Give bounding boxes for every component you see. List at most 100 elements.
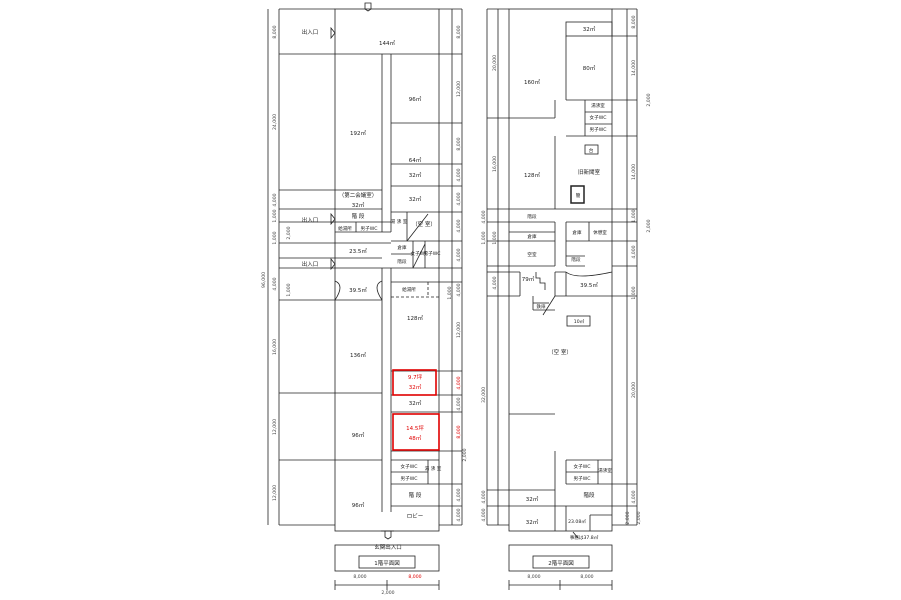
f1-soko-a: 倉庫 [397, 244, 407, 251]
f1-room-32d: 32㎡ [409, 399, 422, 407]
main-entrance-marker [384, 530, 392, 540]
f2-dim-left-5: 4,000 [492, 276, 498, 289]
f2-womens-wc: 女子WC [590, 114, 607, 121]
f1-dim-bottom-0: 8,000 [353, 574, 366, 580]
f1-dim-left-9: 12,000 [272, 419, 278, 435]
f2-womens-wc-b: 女子WC [574, 463, 591, 470]
f2-dim-right-6: 4,000 [631, 245, 637, 258]
f1-dim-left-5: 2,000 [286, 226, 292, 239]
f2-dim-right-2: 2,000 [646, 93, 652, 106]
f1-vacancy-2-area: 48㎡ [409, 434, 422, 442]
f2-dim-right-0: 8,000 [631, 15, 637, 28]
f1-mens-wc-v: 男子WC [424, 250, 441, 257]
f1-dim-small-right-1: 1,000 [447, 286, 453, 299]
f1-entrance-main: 玄関出入口 [374, 543, 402, 551]
f2-void-a: 空室 [527, 251, 537, 258]
floor2-title-box [532, 555, 590, 569]
floor1-labels: 出入口 出入口 出入口 玄関出入口 144㎡ 192㎡ 96㎡ 64㎡ 32㎡ … [261, 25, 468, 596]
f2-dim-right-1: 14,000 [631, 60, 637, 76]
f2-note: 事務は37.8㎡ [570, 534, 599, 541]
f1-womens-wc-v: 女子WC [411, 250, 428, 257]
f2-room-10: 10㎡ [574, 318, 585, 325]
f2-dim-left-3: 1,000 [481, 231, 487, 244]
f1-dim-right-10: 4,000 [456, 488, 462, 501]
floor1-title-box [358, 555, 416, 569]
f1-entrance-top: 出入口 [302, 28, 319, 36]
f1-room-32b: 32㎡ [409, 195, 422, 203]
f2-title: 2階平面図 [548, 559, 574, 567]
vacancy-box-1 [392, 369, 437, 396]
f2-dai: 台 [589, 147, 594, 154]
f2-iron-door: 鉄扉 [536, 303, 546, 310]
f2-soko-a: 倉庫 [527, 233, 537, 240]
f1-dim-right-9: 4,000 [456, 397, 462, 410]
f2-old-office: 旧新聞室 [578, 168, 601, 176]
f1-dim-left-10: 12,000 [272, 485, 278, 501]
f2-dai-box [584, 144, 599, 155]
f1-dim-right-0: 8,000 [456, 25, 462, 38]
f1-room-144: 144㎡ [379, 39, 395, 47]
f1-vacancy-1-tsubo: 9.7坪 [408, 373, 423, 381]
f2-stairs-a: 階段 [527, 213, 537, 220]
f1-room-136: 136㎡ [350, 351, 366, 359]
f2-dim-right-11: 2,000 [636, 511, 642, 524]
f1-entrance-lower: 出入口 [302, 260, 319, 268]
f2-room-23: 23.08㎡ [568, 518, 586, 525]
f1-stairs-b: 階段 [397, 258, 407, 265]
f1-dim-right-2: 8,000 [456, 137, 462, 150]
f2-dim-right-3: 14,000 [631, 164, 637, 180]
f2-ken: 簡 [576, 192, 581, 199]
f1-dim-left-8: 16,000 [272, 339, 278, 355]
f2-dim-left-4: 1,000 [492, 231, 498, 244]
f2-dim-bottom-0: 8,000 [527, 574, 540, 580]
f2-dim-left-1: 16,000 [492, 156, 498, 172]
f2-room-39-5: 39.5㎡ [580, 281, 598, 289]
f1-womens-wc: 女子WC [401, 463, 418, 470]
f2-room-128: 128㎡ [524, 171, 540, 179]
f2-room-32a: 32㎡ [583, 25, 596, 33]
f2-small-room [566, 315, 591, 327]
f1-dim-left-4: 1,000 [272, 231, 278, 244]
f1-vacancy-1-area: 32㎡ [409, 383, 422, 391]
floor2-labels: 32㎡ 80㎡ 160㎡ 湯沸室 女子WC 男子WC 台 旧新聞室 簡 128㎡… [481, 15, 652, 580]
f1-room-64: 64㎡ [409, 156, 422, 164]
f2-room-32b: 32㎡ [526, 495, 539, 503]
f1-lobby: ロビー [407, 512, 424, 520]
f1-mens-wc: 男子WC [361, 225, 378, 232]
f2-yusui-a: 湯沸室 [591, 102, 605, 109]
f2-mens-wc: 男子WC [590, 126, 607, 133]
f2-dim-left-2: 4,000 [481, 210, 487, 223]
f1-dim-right-8: 12,000 [456, 322, 462, 338]
f2-ken-box [570, 185, 585, 204]
f1-meeting-room-2: （第二会議室） [339, 191, 378, 199]
f1-room-23-5: 23.5㎡ [349, 247, 367, 255]
f1-dim-right-5: 4,000 [456, 219, 462, 232]
f1-dim-bottom-2: 2,000 [381, 590, 394, 596]
f2-stairs-b: 階段 [571, 256, 581, 263]
f1-dim-right-6: 4,000 [456, 248, 462, 261]
f1-room-96c: 96㎡ [352, 501, 365, 509]
f1-dim-total: 96,000 [261, 272, 267, 288]
f2-dim-left-7: 4,000 [481, 490, 487, 503]
f1-void-a: （空 室） [412, 220, 436, 228]
floor2-outline [508, 8, 613, 532]
f2-rest-room: 休憩室 [593, 229, 607, 236]
f1-dim-left-3: 1,000 [272, 209, 278, 222]
floor1-outline [334, 8, 440, 532]
f1-dim-right-7: 4,000 [456, 283, 462, 296]
f2-dim-right-5: 1,000 [631, 209, 637, 222]
f1-dim-right-11: 4,000 [456, 508, 462, 521]
f1-kyutoujo: 給湯所 [338, 225, 352, 232]
f2-void-b: （空 室） [548, 348, 572, 356]
f1-room-96b: 96㎡ [352, 431, 365, 439]
vacancy-box-2 [392, 413, 440, 451]
f1-room-32c: 32㎡ [352, 201, 365, 209]
f1-dim-left-7: 1,000 [286, 283, 292, 296]
f1-dim-left-0: 8,000 [272, 25, 278, 38]
f1-dim-right-1: 12,000 [456, 81, 462, 97]
f1-room-39-5: 39.5㎡ [349, 286, 367, 294]
f2-dim-right-9: 4,000 [631, 490, 637, 503]
f1-dim-right-red-0: 4,000 [456, 376, 462, 389]
top-entrance-marker [364, 2, 372, 12]
